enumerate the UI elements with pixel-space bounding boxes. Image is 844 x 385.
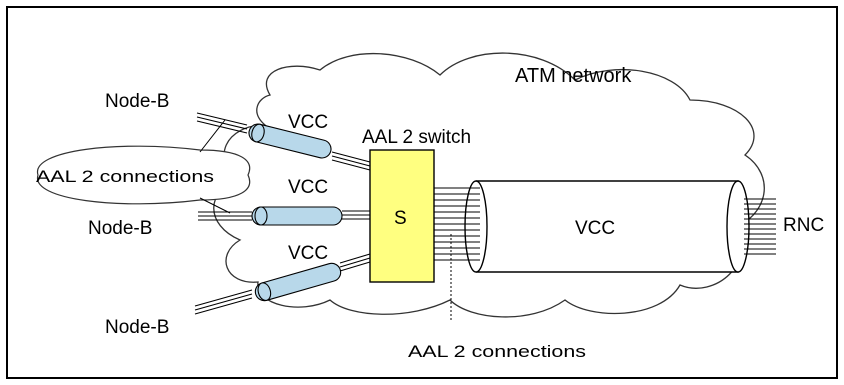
vcc-mid-tube-end [255,207,267,225]
vcc-top-label: VCC [288,112,328,133]
vcc-mid-label: VCC [288,177,328,198]
rnc-label: RNC [783,215,824,236]
vcc-bot-label: VCC [288,243,328,264]
aal2-connections-left-label: AAL 2 connections [36,167,214,186]
node-b-mid-label: Node-B [88,218,152,239]
node-b-bot-label: Node-B [105,317,169,338]
aal2-switch-label: AAL 2 switch [362,127,471,148]
atm-network-label: ATM network [515,65,632,87]
node-b-top-label: Node-B [105,91,169,112]
switch-symbol-label: S [394,208,407,229]
aal2-connections-bottom-label: AAL 2 connections [408,342,586,361]
vcc-main-label: VCC [575,218,615,239]
